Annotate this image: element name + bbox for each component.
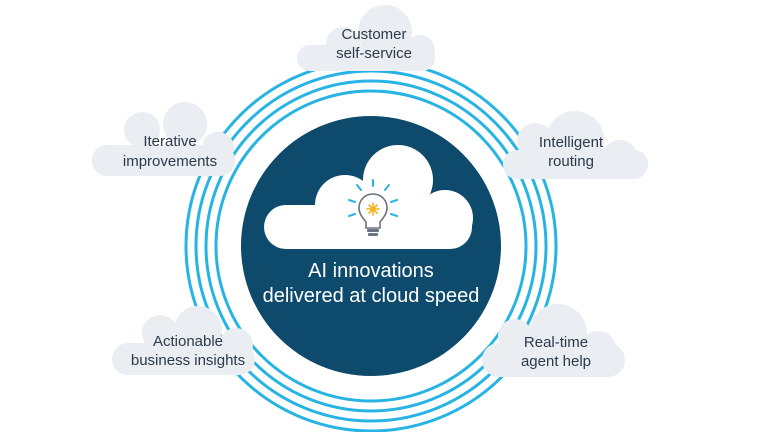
satellite-label-line1: Iterative	[143, 133, 196, 150]
satellite-label-line1: Customer	[341, 26, 406, 43]
cloud-shape	[112, 306, 255, 375]
satellite-label-line1: Actionable	[153, 333, 223, 350]
satellite-actionable-business-insights: Actionable business insights	[112, 306, 255, 375]
satellite-label-line2: business insights	[131, 352, 245, 369]
satellite-real-time-agent-help: Real-time agent help	[482, 304, 625, 377]
satellite-iterative-improvements: Iterative improvements	[92, 102, 235, 176]
satellite-label-line2: agent help	[521, 353, 591, 370]
satellite-intelligent-routing: Intelligent routing	[503, 111, 648, 179]
satellite-label-line2: improvements	[123, 153, 217, 170]
cloud-shape	[92, 102, 235, 176]
satellite-customer-self-service: Customer self-service	[297, 5, 435, 71]
cloud-shape	[503, 111, 648, 179]
core-title-line1: AI innovations	[308, 260, 434, 282]
satellite-label-line1: Real-time	[524, 334, 588, 351]
cloud-shape	[482, 304, 625, 377]
satellite-label-line2: routing	[548, 153, 594, 170]
ring-1	[214, 89, 528, 403]
satellite-label-line2: self-service	[336, 45, 412, 62]
cloud-shape	[297, 5, 435, 71]
satellite-label-line1: Intelligent	[539, 134, 604, 151]
orbit-rings	[184, 59, 558, 432]
lightbulb-icon	[348, 179, 398, 236]
core-title-line2: delivered at cloud speed	[263, 285, 480, 307]
ring-2	[204, 79, 538, 413]
